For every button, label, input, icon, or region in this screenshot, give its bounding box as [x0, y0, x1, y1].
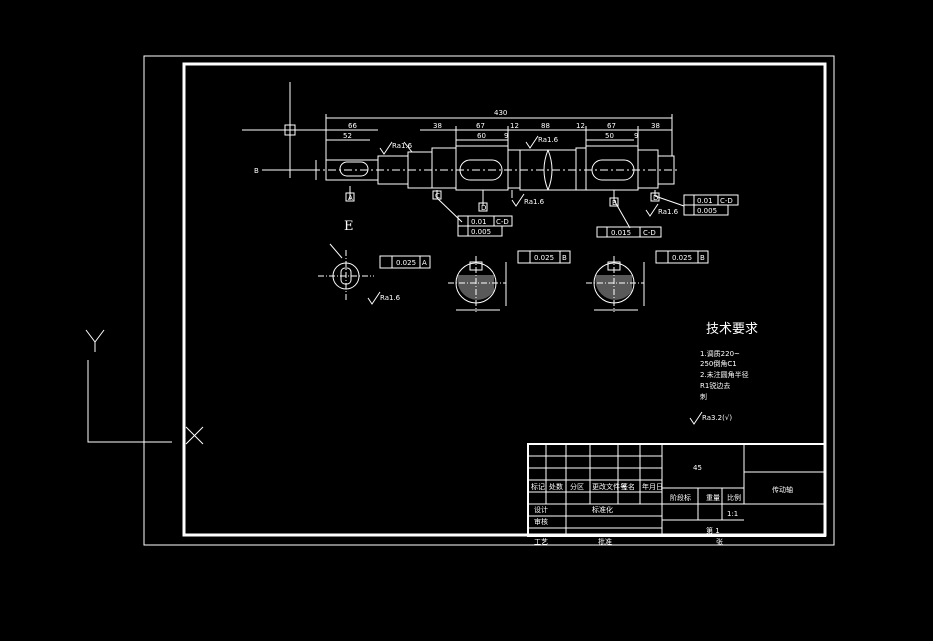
- material: 45: [693, 464, 702, 472]
- tb-header-3: 分区: [570, 482, 584, 491]
- tolerance-frames: [379, 194, 739, 269]
- dim-67b: 67: [607, 122, 616, 130]
- drawing-frame: [182, 62, 827, 537]
- dim-52: 52: [343, 132, 352, 140]
- tol-7-ref: B: [562, 254, 567, 262]
- crosshair-cursor: [242, 82, 338, 178]
- title-block: [527, 443, 826, 537]
- tech-req-line-4: R1锐边去: [700, 381, 730, 390]
- finish-4: Ra1.6: [658, 208, 679, 216]
- tb-header-1: 标记: [531, 482, 545, 491]
- roughness-note: Ra3.2(√): [702, 414, 732, 422]
- tol-2: 0.005: [471, 228, 491, 236]
- stage-mark-label: 阶段标: [670, 493, 691, 502]
- dim-60: 60: [477, 132, 486, 140]
- section-b-1: [448, 256, 507, 312]
- tol-3: 0.01: [697, 197, 713, 205]
- roughness-symbol: [689, 411, 703, 425]
- dim-12b: 12: [576, 122, 585, 130]
- tb-row-5: 批准: [598, 537, 612, 546]
- tol-7: 0.025: [534, 254, 554, 262]
- sheet-number: 第 1: [706, 526, 720, 535]
- view-e: [318, 243, 374, 302]
- tb-row-3: 审核: [534, 517, 548, 526]
- sheets-total: 张: [716, 537, 723, 546]
- datum-b-left: B: [254, 167, 259, 175]
- datum-a: A: [348, 194, 353, 202]
- datum-d2: D: [653, 194, 658, 202]
- tech-req-title: 技术要求: [706, 322, 758, 337]
- tol-8: 0.025: [672, 254, 692, 262]
- tech-req-line-1: 1.调质220~: [700, 349, 740, 358]
- dim-38a: 38: [433, 122, 442, 130]
- weight-label: 重量: [706, 494, 720, 502]
- tb-row-1: 设计: [534, 505, 548, 514]
- tol-3-ref: C-D: [720, 197, 733, 205]
- shaft-main-view: [262, 114, 685, 229]
- dim-overall: 430: [494, 109, 507, 117]
- dim-12a: 12: [510, 122, 519, 130]
- dim-67a: 67: [476, 122, 485, 130]
- dim-38b: 38: [651, 122, 660, 130]
- tol-4: 0.005: [697, 207, 717, 215]
- tol-8-ref: B: [700, 254, 705, 262]
- tb-header-6: 年月日: [642, 482, 663, 491]
- tech-req-line-2: 250倒角C1: [700, 359, 737, 368]
- ucs-icon: [85, 329, 204, 445]
- tb-row-4: 工艺: [534, 538, 548, 546]
- view-e-label: E: [344, 219, 354, 234]
- finish-1: Ra1.6: [392, 142, 413, 150]
- datum-c: C: [435, 192, 440, 200]
- datum-b: B: [612, 199, 617, 207]
- dim-9b: 9: [634, 132, 638, 140]
- part-name: 传动轴: [772, 485, 793, 494]
- datum-labels: [345, 190, 660, 212]
- section-b-2: [586, 256, 645, 312]
- tol-5-ref: C-D: [643, 229, 656, 237]
- tol-6-ref: A: [422, 259, 427, 267]
- tol-6: 0.025: [396, 259, 416, 267]
- tb-header-2: 处数: [549, 482, 563, 491]
- dim-66: 66: [348, 122, 357, 130]
- finish-3: Ra1.6: [524, 198, 545, 206]
- dim-9a: 9: [504, 132, 508, 140]
- scale-value: 1:1: [727, 510, 738, 518]
- tb-row-2: 标准化: [592, 505, 613, 514]
- surface-finish-marks: [367, 135, 659, 305]
- datum-d: D: [481, 204, 486, 212]
- tb-header-5: 签名: [621, 482, 635, 491]
- tol-1: 0.01: [471, 218, 487, 226]
- sheet-border: [143, 55, 835, 546]
- finish-2: Ra1.6: [538, 136, 559, 144]
- dim-50: 50: [605, 132, 614, 140]
- tol-1-ref: C-D: [496, 218, 509, 226]
- tb-header-4: 更改文件号: [592, 482, 627, 491]
- scale-label: 比例: [727, 493, 741, 502]
- tech-req-line-3: 2.未注圆角半径: [700, 370, 749, 379]
- finish-5: Ra1.6: [380, 294, 401, 302]
- tol-5: 0.015: [611, 229, 631, 237]
- tech-req-line-5: 刺: [700, 392, 707, 401]
- dim-88: 88: [541, 122, 550, 130]
